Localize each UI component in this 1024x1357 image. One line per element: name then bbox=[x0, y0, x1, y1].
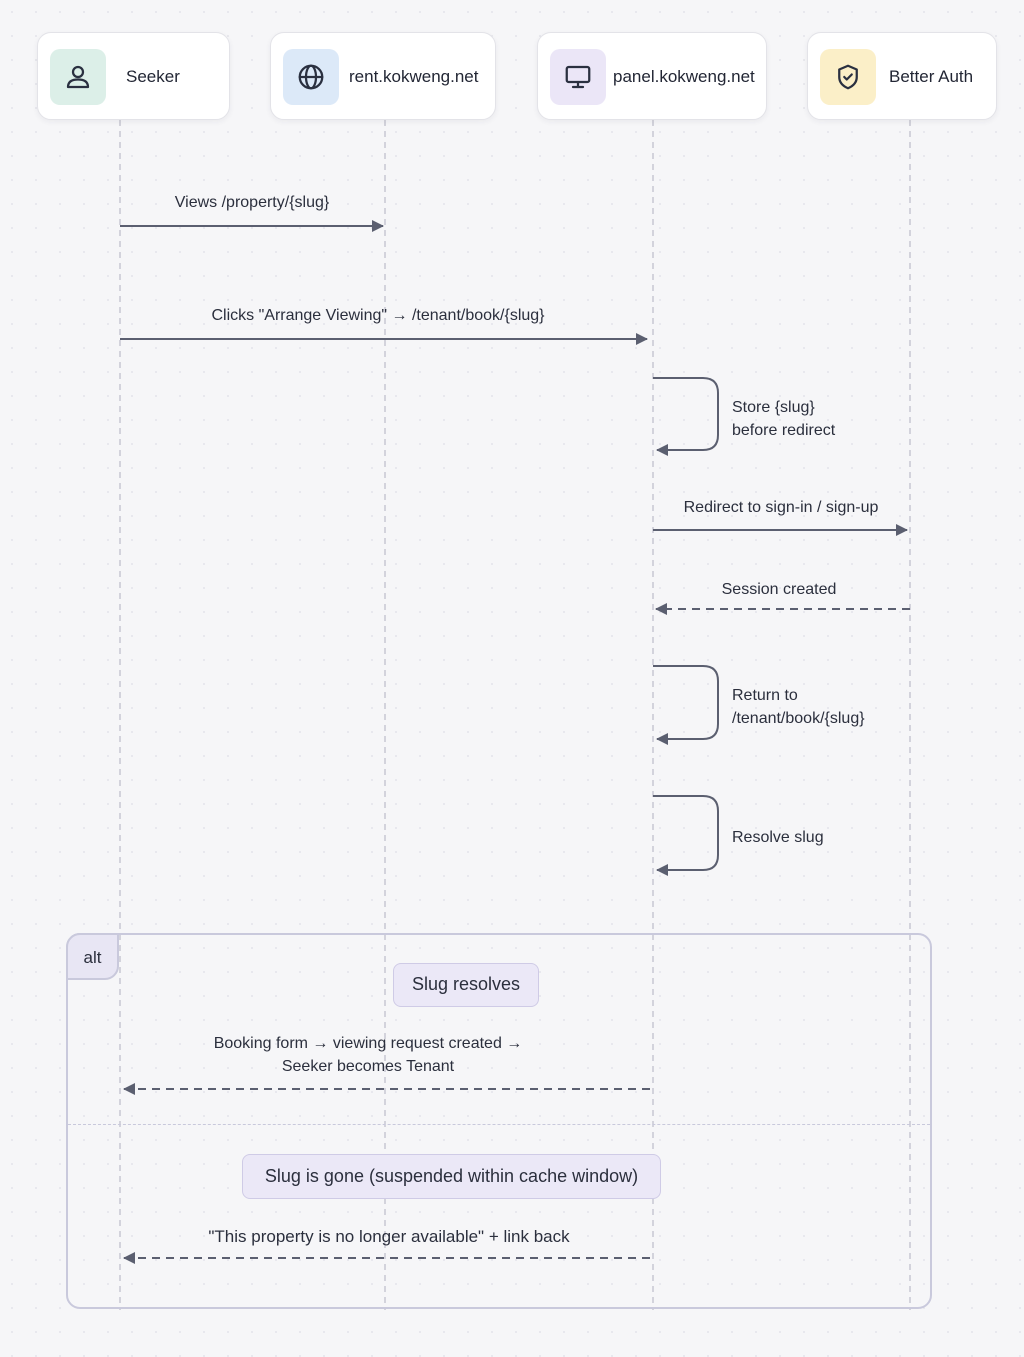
actor-label-seeker: Seeker bbox=[126, 67, 180, 86]
actor-panel: panel.kokweng.net bbox=[537, 32, 767, 120]
alt-branch-divider bbox=[68, 1124, 930, 1125]
guard-slug-resolves: Slug resolves bbox=[393, 963, 539, 1007]
actor-seeker: Seeker bbox=[37, 32, 230, 120]
alt-frame-label: alt bbox=[66, 933, 119, 980]
guard-slug-is-gone: Slug is gone (suspended within cache win… bbox=[242, 1154, 661, 1199]
self-arrow-return-to bbox=[653, 665, 719, 745]
shield-check-icon bbox=[820, 49, 876, 105]
globe-icon bbox=[283, 49, 339, 105]
user-icon bbox=[50, 49, 106, 105]
self-arrow-resolve-slug bbox=[653, 795, 719, 876]
actor-label-rent: rent.kokweng.net bbox=[349, 67, 479, 86]
actor-label-auth: Better Auth bbox=[889, 67, 974, 86]
actor-label-panel: panel.kokweng.net bbox=[613, 67, 755, 86]
message-label-resolve-slug: Resolve slug bbox=[732, 829, 824, 846]
monitor-icon bbox=[550, 49, 606, 105]
self-arrow-store-slug bbox=[653, 377, 719, 456]
actor-auth: Better Auth bbox=[807, 32, 997, 120]
message-label-session-created: Session created bbox=[721, 581, 837, 598]
message-label-redirect-sign-in: Redirect to sign-in / sign-up bbox=[683, 499, 879, 516]
message-label-clicks-arrange-viewing: Clicks "Arrange Viewing" → /tenant/book/… bbox=[211, 307, 545, 324]
message-label-store-slug: Store {slug} before redirect bbox=[732, 399, 836, 439]
message-label-views-property: Views /property/{slug} bbox=[174, 194, 330, 211]
alt-frame bbox=[66, 933, 932, 1309]
message-label-booking-form: Booking form → viewing request created →… bbox=[213, 1035, 523, 1075]
message-label-no-longer-available: "This property is no longer available" +… bbox=[208, 1227, 570, 1246]
actor-rent: rent.kokweng.net bbox=[270, 32, 496, 120]
message-label-return-to: Return to /tenant/book/{slug} bbox=[732, 687, 865, 727]
